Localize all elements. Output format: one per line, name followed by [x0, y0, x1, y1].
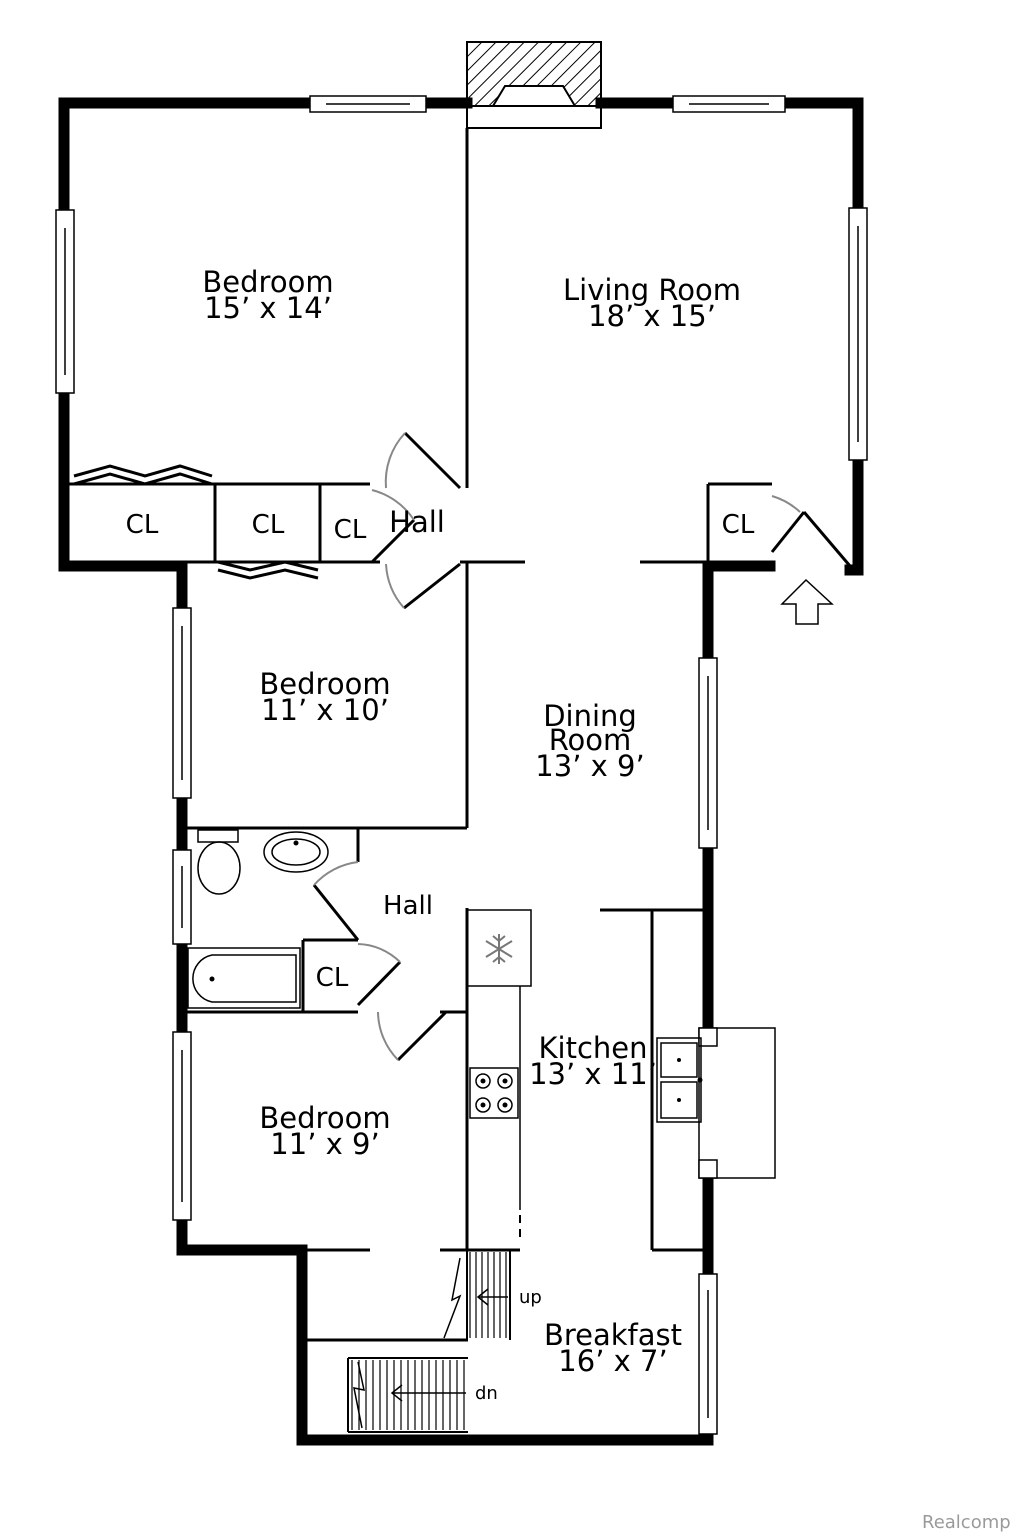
svg-text:13’ x 11’: 13’ x 11’	[529, 1057, 657, 1091]
watermark: Realcomp	[922, 1512, 1011, 1533]
kitchen-counter	[466, 909, 532, 1240]
hall-label-upper: Hall	[389, 505, 445, 539]
closet-label: CL	[252, 510, 285, 540]
closet-label: CL	[722, 510, 755, 540]
svg-text:Breakfast: Breakfast	[544, 1318, 682, 1352]
stove-icon	[469, 1067, 519, 1119]
svg-text:Dining: Dining	[543, 699, 637, 733]
closet-label: CL	[316, 963, 349, 993]
room-label-breakfast: Breakfast 16’ x 7’	[544, 1318, 682, 1378]
closet-label: CL	[126, 510, 159, 540]
svg-text:11’ x 9’: 11’ x 9’	[270, 1127, 379, 1161]
svg-text:Kitchen: Kitchen	[539, 1031, 648, 1065]
fireplace-icon	[466, 41, 602, 129]
svg-text:15’ x 14’: 15’ x 14’	[204, 291, 332, 325]
windows	[55, 95, 868, 1435]
stairs-down	[347, 1357, 468, 1433]
svg-text:16’ x 7’: 16’ x 7’	[558, 1344, 667, 1378]
svg-text:18’ x 15’: 18’ x 15’	[588, 299, 716, 333]
svg-text:Room: Room	[549, 723, 632, 757]
stairs-up	[443, 1250, 511, 1340]
svg-text:13’ x 9’: 13’ x 9’	[535, 749, 644, 783]
toilet-icon	[197, 829, 241, 895]
svg-text:Bedroom: Bedroom	[259, 1101, 390, 1135]
doors	[312, 431, 852, 1062]
room-label-bedroom3: Bedroom 11’ x 9’	[259, 1101, 390, 1161]
stairs-up-label: up	[519, 1287, 542, 1308]
entry-arrow-icon	[780, 578, 834, 625]
closet-label: CL	[334, 515, 367, 545]
stairs-down-label: dn	[475, 1383, 498, 1404]
hall-label-lower: Hall	[383, 891, 433, 921]
room-label-kitchen: Kitchen 13’ x 11’	[529, 1031, 657, 1091]
bathtub-icon	[187, 947, 301, 1009]
double-sink-icon	[656, 1037, 703, 1123]
room-label-dining: Dining Room 13’ x 9’	[535, 699, 644, 783]
svg-text:11’ x 10’: 11’ x 10’	[261, 693, 389, 727]
svg-text:Bedroom: Bedroom	[202, 265, 333, 299]
closet-doors	[73, 464, 319, 580]
snowflake-icon	[485, 934, 513, 964]
sink-icon	[263, 831, 329, 873]
room-label-bedroom1: Bedroom 15’ x 14’	[202, 265, 333, 325]
svg-text:Living Room: Living Room	[563, 273, 741, 307]
room-label-bedroom2: Bedroom 11’ x 10’	[259, 667, 390, 727]
svg-text:Bedroom: Bedroom	[259, 667, 390, 701]
room-label-living: Living Room 18’ x 15’	[563, 273, 741, 333]
